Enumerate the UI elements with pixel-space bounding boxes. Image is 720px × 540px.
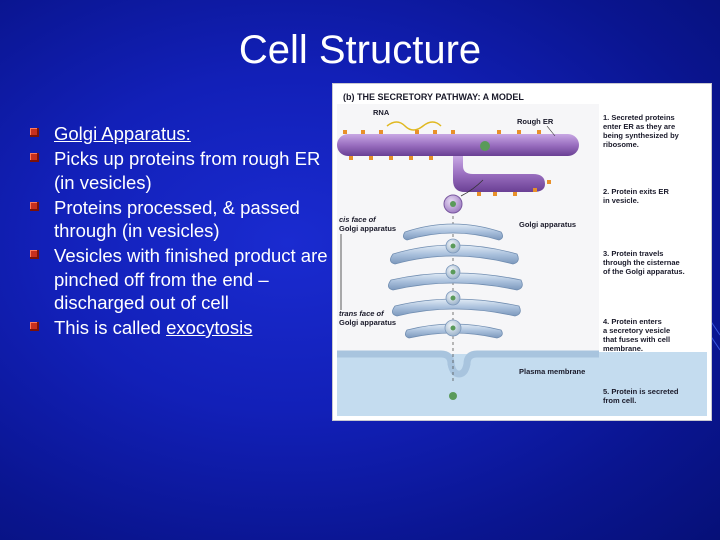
svg-text:2. Protein exits ER: 2. Protein exits ER (603, 187, 669, 196)
cis-face-label-1: cis face of (339, 215, 377, 224)
bullet-item: Proteins processed, & passed through (in… (30, 196, 330, 243)
plasma-membrane-label: Plasma membrane (519, 367, 585, 376)
svg-text:a secretory vesicle: a secretory vesicle (603, 326, 670, 335)
step-1-text: 1. Secreted proteins enter ER as they ar… (603, 113, 680, 149)
svg-text:that fuses with cell: that fuses with cell (603, 335, 670, 344)
trans-face-label-1: trans face of (339, 309, 385, 318)
bullet-text: Golgi Apparatus: (54, 123, 191, 144)
golgi-label: Golgi apparatus (519, 220, 576, 229)
secretory-pathway-figure: (b) THE SECRETORY PATHWAY: A MODEL RNA R… (332, 83, 712, 421)
bullet-marker-icon (30, 322, 39, 331)
bullet-item: This is called exocytosis (30, 316, 330, 340)
bullet-text: Proteins processed, & passed through (in… (54, 196, 300, 242)
bullet-text: Picks up proteins from rough ER (in vesi… (54, 148, 321, 193)
bullet-item: Golgi Apparatus: (30, 122, 330, 146)
svg-text:membrane.: membrane. (603, 344, 643, 353)
rna-label: RNA (373, 108, 390, 117)
protein-icon (480, 141, 490, 151)
svg-text:4. Protein enters: 4. Protein enters (603, 317, 662, 326)
bullet-marker-icon (30, 153, 39, 162)
step-3-text: 3. Protein travels through the cisternae… (603, 249, 685, 276)
ribosome-group (343, 130, 551, 196)
figure-heading: (b) THE SECRETORY PATHWAY: A MODEL (343, 92, 524, 102)
bullet-item: Picks up proteins from rough ER (in vesi… (30, 147, 330, 194)
bullet-text: Vesicles with finished product are pinch… (54, 245, 328, 313)
svg-text:ribosome.: ribosome. (603, 140, 639, 149)
step-4-text: 4. Protein enters a secretory vesicle th… (603, 317, 670, 353)
bullet-item: Vesicles with finished product are pinch… (30, 244, 330, 315)
transport-vesicles (444, 238, 462, 400)
trans-face-label-2: Golgi apparatus (339, 318, 396, 327)
bullet-list: Golgi Apparatus: Picks up proteins from … (30, 122, 330, 341)
rough-er-tube (337, 134, 579, 156)
svg-text:from cell.: from cell. (603, 396, 636, 405)
svg-text:1. Secreted proteins: 1. Secreted proteins (603, 113, 675, 122)
bullet-marker-icon (30, 201, 39, 211)
rough-er-label: Rough ER (517, 117, 554, 126)
bullet-text: This is called (54, 317, 167, 338)
svg-text:being synthesized by: being synthesized by (603, 131, 680, 140)
rna-strand (386, 121, 442, 131)
extracellular-space (337, 352, 707, 416)
bullet-marker-icon (30, 250, 39, 259)
exocytosis-link[interactable]: exocytosis (166, 317, 253, 338)
svg-text:in vesicle.: in vesicle. (603, 196, 639, 205)
svg-text:enter ER as they are: enter ER as they are (603, 122, 675, 131)
svg-text:5. Protein is secreted: 5. Protein is secreted (603, 387, 679, 396)
step-2-text: 2. Protein exits ER in vesicle. (603, 187, 669, 205)
svg-text:through the cisternae: through the cisternae (603, 258, 680, 267)
plasma-membrane-shape (337, 350, 599, 378)
slide-title: Cell Structure (238, 28, 482, 72)
bullet-marker-icon (30, 128, 39, 137)
rough-er-branch (453, 156, 545, 192)
svg-text:of the Golgi apparatus.: of the Golgi apparatus. (603, 267, 685, 276)
cis-face-label-2: Golgi apparatus (339, 224, 396, 233)
golgi-stack (388, 223, 523, 339)
svg-text:3. Protein travels: 3. Protein travels (603, 249, 663, 258)
step-5-text: 5. Protein is secreted from cell. (603, 387, 679, 405)
secretory-pathway-diagram: (b) THE SECRETORY PATHWAY: A MODEL RNA R… (337, 92, 707, 416)
